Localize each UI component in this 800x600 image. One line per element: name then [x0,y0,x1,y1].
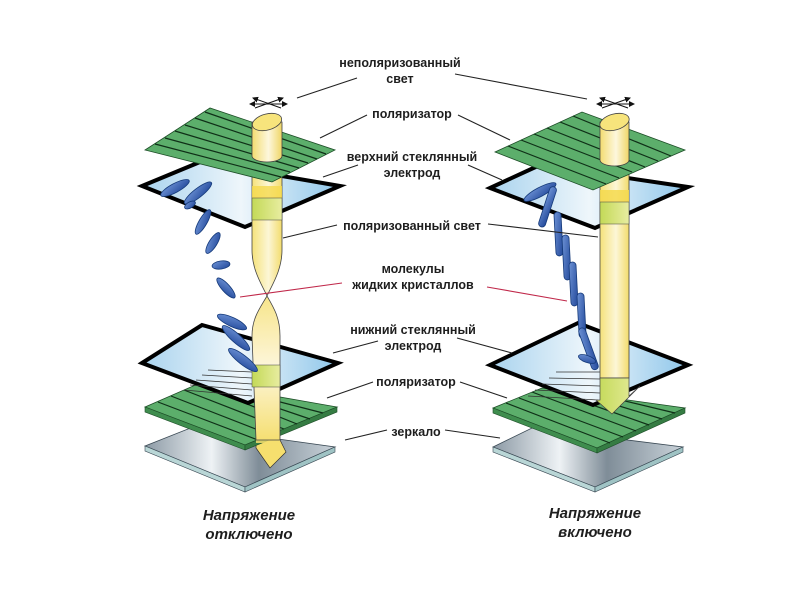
caption-voltage-on-2: включено [558,524,632,541]
label-upper-electrode-1: верхний стеклянный [347,150,477,164]
label-lower-electrode-2: электрод [385,339,442,353]
assembly-voltage-off [136,96,347,493]
caption-voltage-off-1: Напряжение [203,507,295,524]
light-beam-straight-right [595,157,641,415]
labels: неполяризованный свет поляризатор верхни… [203,56,641,543]
lower-electrode-right [484,320,694,408]
mirror-left [143,426,337,493]
mirror-right [492,427,685,493]
polarizer-top-left [144,107,337,183]
lc-molecule [578,354,596,364]
label-unpolarized-light-2: свет [386,72,413,86]
lc-molecule [553,211,564,257]
lc-molecule [228,347,258,373]
lc-molecules-left [160,179,258,373]
lc-molecule [561,234,572,281]
lc-molecules-right [523,182,599,371]
light-beam-twisted-left [251,157,283,441]
label-mirror: зеркало [391,425,441,439]
label-lower-electrode-1: нижний стеклянный [350,323,476,337]
lc-molecule [194,209,212,235]
polarizer-bottom-right [491,387,687,454]
lc-molecule [211,260,231,270]
lc-molecule [568,261,579,307]
unpolarized-light-arrows-icon [596,96,635,109]
light-cylinder-right [599,112,630,167]
caption-voltage-off-2: отключено [205,526,292,543]
lower-electrode-left [137,322,344,406]
assembly-voltage-on [484,96,696,493]
caption-voltage-on-1: Напряжение [549,505,641,522]
lc-molecule [184,200,196,210]
leader-lines [239,73,599,441]
lc-molecule [221,325,251,351]
label-polarizer-bottom: поляризатор [376,375,456,389]
lc-molecule [183,181,213,205]
lc-molecule [523,182,557,202]
label-unpolarized-light-1: неполяризованный [339,56,460,70]
light-cylinder-left [251,112,283,163]
unpolarized-light-arrows-icon [249,96,288,109]
lc-molecule [216,313,248,331]
label-lc-molecules-2: жидких кристаллов [351,278,474,292]
electrode-hatch [527,371,601,401]
lc-molecule [538,186,557,228]
label-upper-electrode-2: электрод [384,166,441,180]
label-lc-molecules-1: молекулы [382,262,445,276]
electrode-hatch [183,369,253,397]
label-polarized-light: поляризованный свет [343,219,481,233]
label-polarizer-top: поляризатор [372,107,452,121]
lc-molecule [160,179,190,197]
lc-molecule [205,232,221,254]
lc-molecule [216,277,236,299]
